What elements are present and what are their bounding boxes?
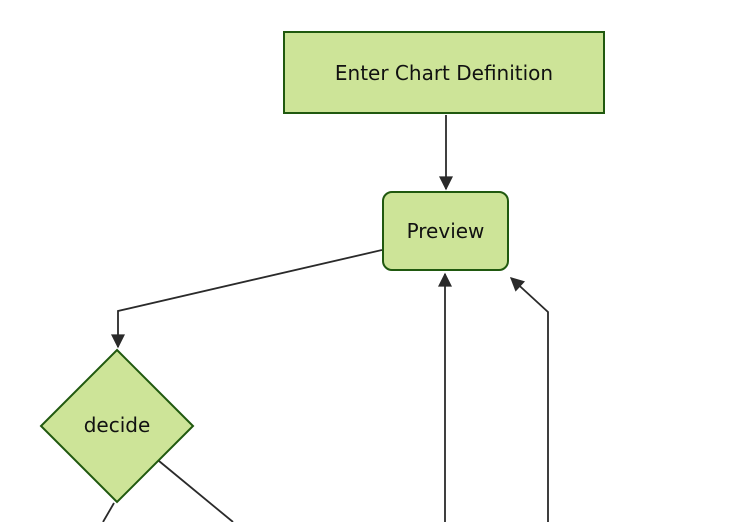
node-preview-label: Preview [406,219,485,243]
node-decide-shape [39,348,195,504]
edge-decide-to-offscreen-right [158,460,234,522]
node-enter-chart-definition-label: Enter Chart Definition [334,60,554,85]
edge-decide-to-offscreen-left [102,502,115,522]
node-decide-label: decide [83,413,151,437]
edge-preview-to-decide [111,249,383,349]
node-enter-chart-definition: Enter Chart Definition [283,31,605,114]
node-preview: Preview [382,191,509,271]
edge-offscreen-bottomright-to-preview [509,277,549,522]
